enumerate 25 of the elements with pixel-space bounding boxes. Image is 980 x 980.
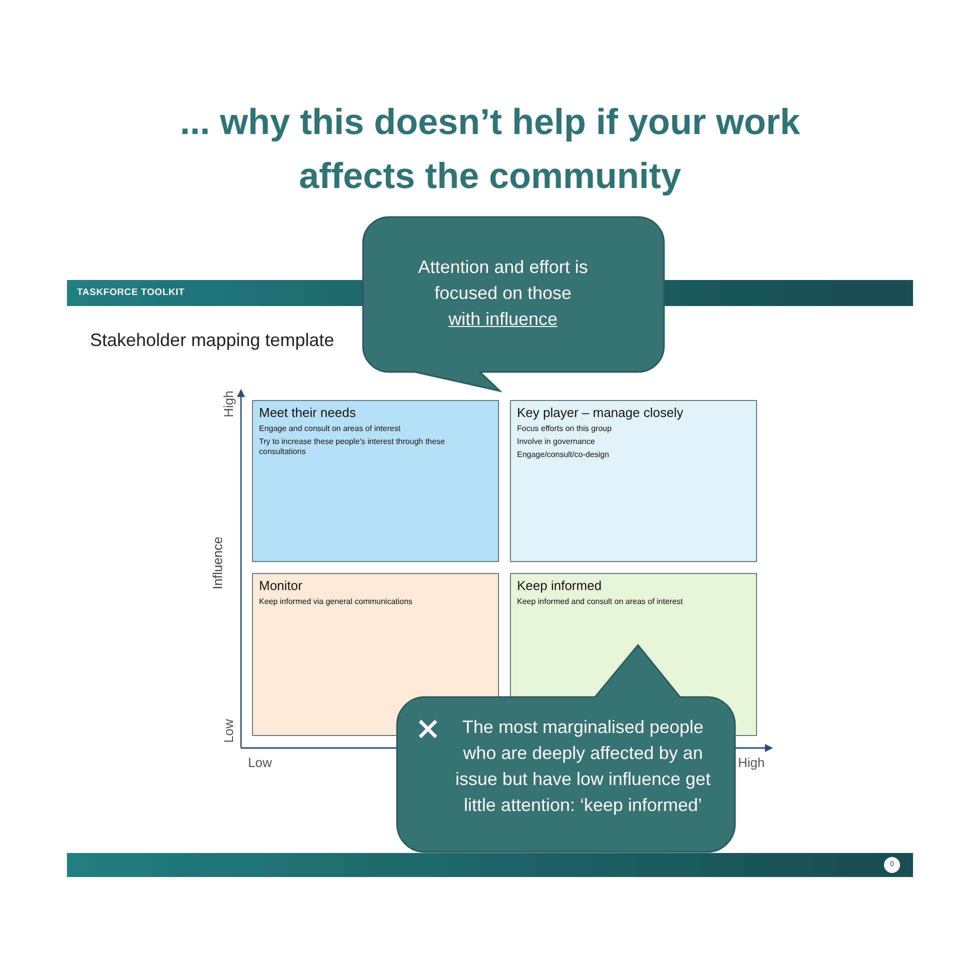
quadrant-note: Try to increase these people’s interest through these consultations <box>259 437 445 456</box>
slide-title: ... why this doesn’t help if your work affects the community <box>178 100 802 198</box>
quadrant-heading: Keep informed <box>517 578 602 593</box>
quadrant-note: Engage/consult/co-design <box>517 450 610 459</box>
axis-end-label: Low <box>248 755 272 771</box>
band-heading: TASKFORCE TOOLKIT <box>77 287 185 299</box>
quadrant-note: Engage and consult on areas of interest <box>259 424 400 433</box>
quadrant-note: Involve in governance <box>517 437 595 446</box>
quadrant-heading: Monitor <box>259 578 302 593</box>
footer-band <box>67 853 913 877</box>
quadrant-panel <box>510 400 757 562</box>
slide-subtitle: Stakeholder mapping template <box>90 329 334 351</box>
quadrant-heading: Meet their needs <box>259 405 356 420</box>
quadrant-panel <box>252 400 499 562</box>
callout-text: The most marginalised people who are deeply affected by an issue but have low influence get little attention: ‘keep informed’ <box>455 717 711 815</box>
axis-end-label: High <box>221 390 237 418</box>
quadrant-note: Keep informed via general communications <box>259 597 412 606</box>
quadrant-panel <box>252 573 499 736</box>
axis-end-label: Low <box>221 719 237 743</box>
callout-text: with influence <box>448 309 558 329</box>
axis-end-label: High <box>738 755 765 771</box>
quadrant-note: Keep informed and consult on areas of interest <box>517 597 683 606</box>
axis-title: Influence <box>210 536 226 590</box>
quadrant-heading: Key player – manage closely <box>517 405 684 420</box>
quadrant-note: Focus efforts on this group <box>517 424 612 433</box>
